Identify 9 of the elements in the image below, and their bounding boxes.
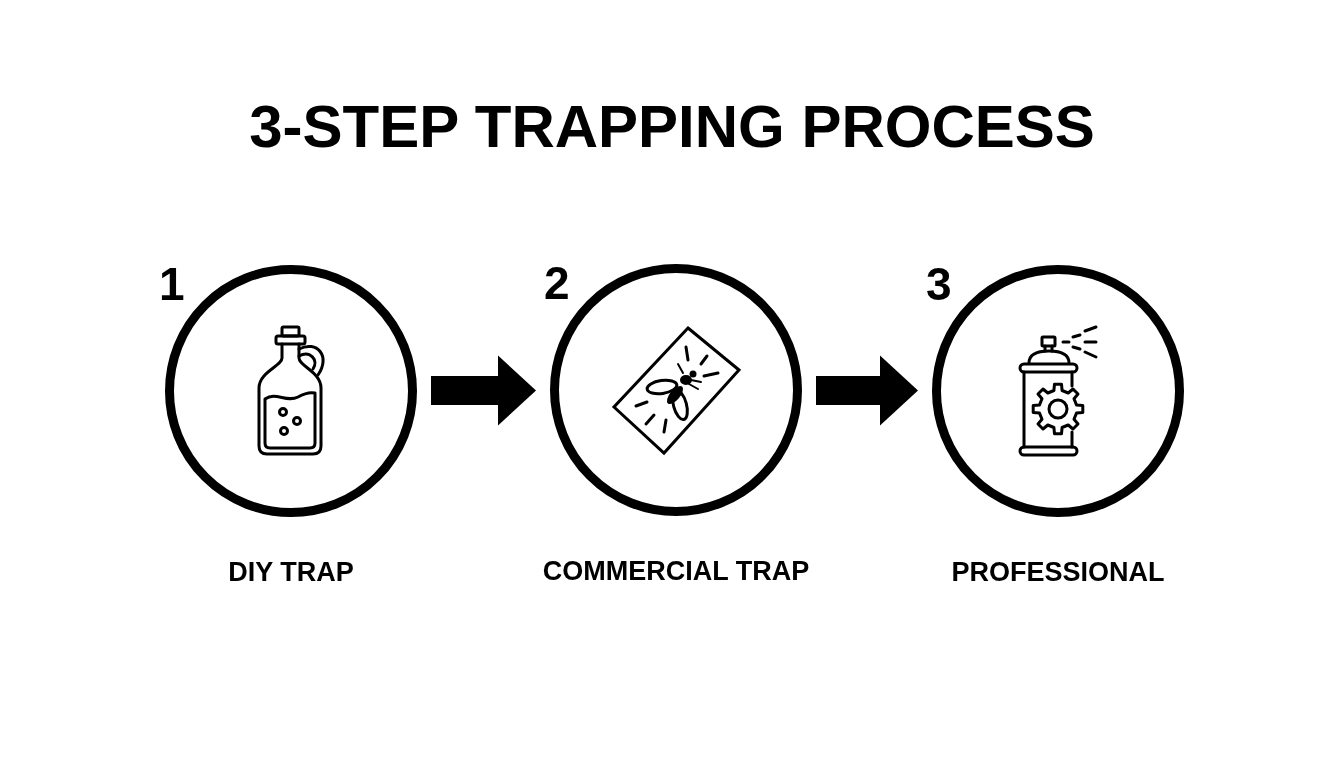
step-number: 1 — [159, 261, 185, 307]
step-label: COMMERCIAL TRAP — [542, 558, 810, 585]
step-number: 3 — [926, 261, 952, 307]
arrow — [816, 355, 918, 426]
step-label: PROFESSIONAL — [951, 559, 1165, 586]
step-label: DIY TRAP — [228, 559, 354, 586]
title: 3-STEP TRAPPING PROCESS — [249, 97, 1095, 157]
step-number: 2 — [544, 260, 570, 306]
arrow — [431, 355, 536, 426]
